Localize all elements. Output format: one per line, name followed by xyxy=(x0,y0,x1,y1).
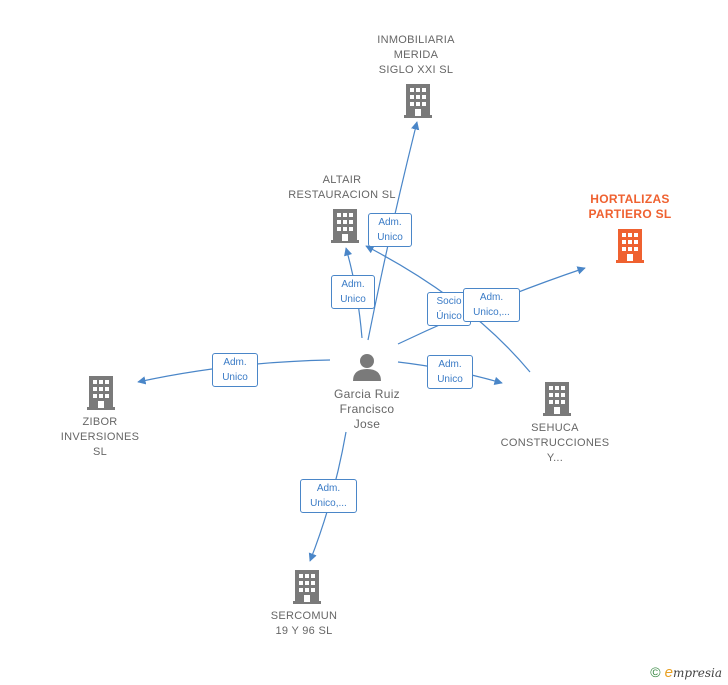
person-icon[interactable] xyxy=(353,354,381,381)
company-label-altair[interactable]: ALTAIR RESTAURACION SL xyxy=(288,174,396,201)
building-icon[interactable] xyxy=(543,382,571,416)
company-label-hortalizas[interactable]: HORTALIZAS PARTIERO SL xyxy=(588,192,672,221)
edge-label-sercomun[interactable]: Adm. Unico,... xyxy=(300,479,357,513)
edge-label-hortalizas[interactable]: Adm. Unico,... xyxy=(463,288,520,322)
building-icon[interactable] xyxy=(616,229,644,263)
building-icon[interactable] xyxy=(331,209,359,243)
edge-label-sehuca[interactable]: Adm. Unico xyxy=(427,355,473,389)
copyright-notice: ©empresia xyxy=(650,664,722,681)
company-label-inmobiliaria[interactable]: INMOBILIARIA MERIDA SIGLO XXI SL xyxy=(377,34,455,76)
brand-logo-initial: e xyxy=(664,664,673,681)
company-label-zibor[interactable]: ZIBOR INVERSIONES SL xyxy=(60,416,140,458)
building-icon[interactable] xyxy=(293,570,321,604)
edge-label-inmobiliaria[interactable]: Adm. Unico xyxy=(368,213,412,247)
edge-label-altair[interactable]: Adm. Unico xyxy=(331,275,375,309)
building-icon[interactable] xyxy=(404,84,432,118)
copyright-symbol: © xyxy=(650,664,661,680)
edge-label-zibor[interactable]: Adm. Unico xyxy=(212,353,258,387)
brand-name: mpresia xyxy=(672,666,722,680)
building-icon[interactable] xyxy=(87,376,115,410)
company-label-sehuca[interactable]: SEHUCA CONSTRUCCIONES Y... xyxy=(500,422,610,464)
person-label[interactable]: Garcia Ruiz Francisco Jose xyxy=(334,387,400,431)
company-label-sercomun[interactable]: SERCOMUN 19 Y 96 SL xyxy=(270,610,338,637)
